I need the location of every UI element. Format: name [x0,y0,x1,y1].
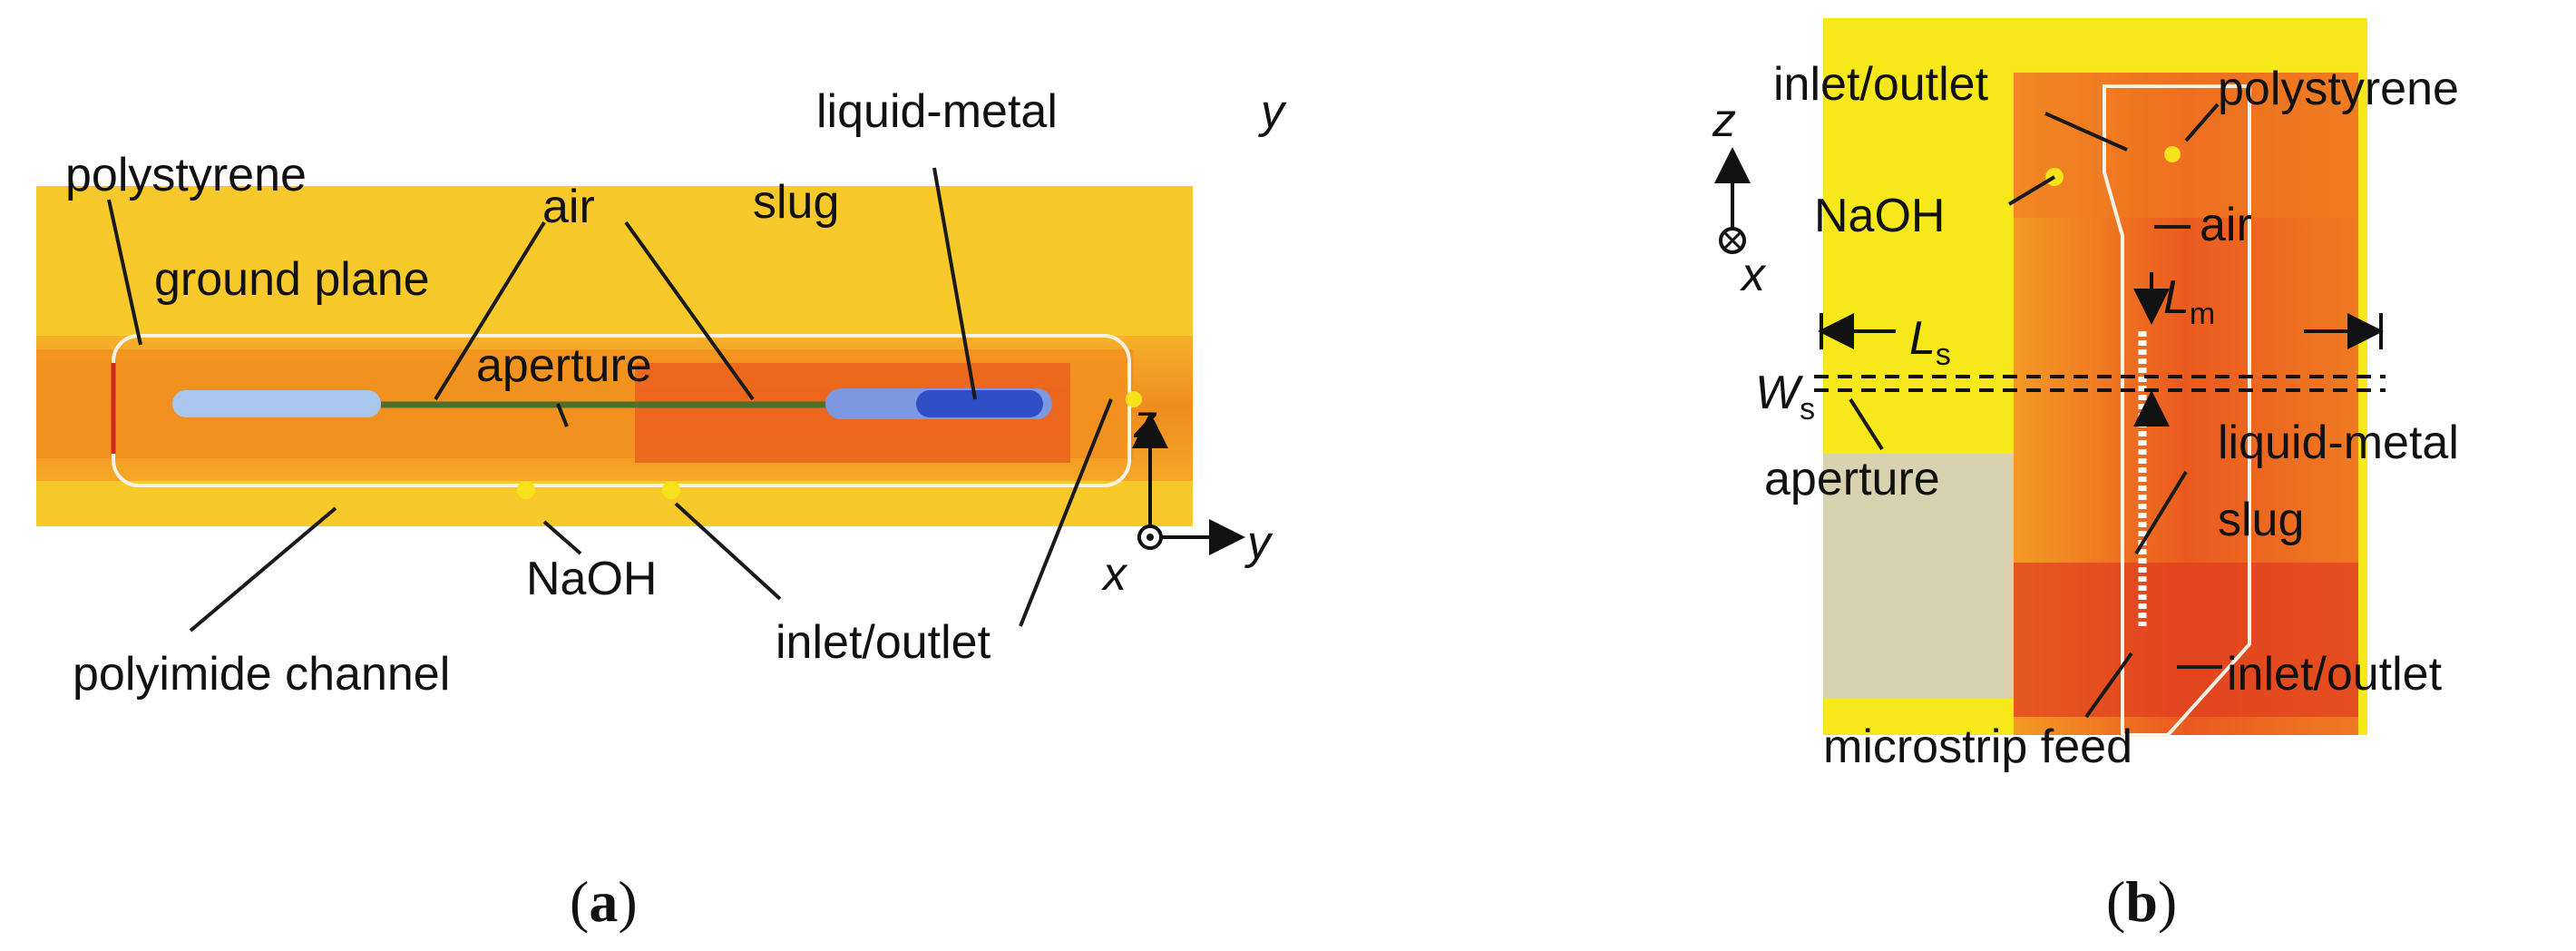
panel-a-label-naoh: NaOH [526,553,657,605]
panel-b-label-liquid-metal: liquid-metal [2218,417,2459,469]
panel-b-polyimide-upper [2014,73,2358,218]
panel-b-label-ls-L: L [1909,312,1936,365]
panel-b-polystyrene-outline [2103,84,2251,737]
panel-a-naoh-drop-2 [662,481,680,499]
panel-a-caption-letter: a [589,869,618,934]
panel-a-caption: (a) [570,869,638,934]
panel-a-light-blue-slug [172,390,381,417]
panel-a-naoh-drop-3 [1126,391,1142,407]
panel-a-liquid-metal-core [916,390,1043,417]
panel-a-label-slug: slug [753,176,839,229]
panel-b-caption: (b) [2106,869,2177,934]
panel-a-label-ground-plane: ground plane [154,253,430,306]
panel-a-axis-x-dot [1147,534,1154,541]
panel-a-caption-close: ) [618,869,637,934]
panel-a-label-polystyrene: polystyrene [65,149,307,201]
panel-b-leader-slug [2134,470,2188,555]
panel-b-caption-close: ) [2158,869,2177,934]
panel-b-label-lm: Lm [2163,271,2215,331]
panel-b-label-aperture: aperture [1764,453,1940,505]
panel-a-label-inlet-outlet: inlet/outlet [776,616,991,669]
panel-b-label-naoh: NaOH [1814,190,1945,242]
panel-b-label-ws-sub: s [1800,392,1815,426]
panel-a-leader-slug [932,167,977,400]
panel-a-label-aperture: aperture [476,339,652,392]
panel-b-label-polystyrene: polystyrene [2218,63,2459,115]
panel-b-caption-letter: b [2125,869,2158,934]
panel-b-leader-naoh [2007,175,2056,206]
panel-b-naoh-drop-2 [2164,146,2181,162]
panel-b-red-lower [2014,563,2358,717]
panel-a-leader-aperture [556,403,569,427]
panel-a-label-axis-x: x [1100,548,1128,601]
panel-b-caption-open: ( [2106,869,2125,934]
panel-a-leader-air-left [434,221,546,401]
panel-b-label-axis-z: z [1712,94,1736,147]
panel-b-label-inlet-outlet-top: inlet/outlet [1773,58,1989,111]
panel-b-label-air: air [2200,199,2252,251]
panel-b-leader-aperture [1849,397,1884,451]
panel-b-label-ws-W: W [1755,367,1804,419]
panel-b-label-slug: slug [2218,494,2304,546]
panel-b-leader-inlet-top [2044,112,2128,152]
panel-a-label-polyimide-channel: polyimide channel [73,648,450,701]
panel-b-leader-polystyrene [2184,103,2220,142]
panel-a-label-air: air [542,181,595,233]
panel-b-leader-microstrip [2084,652,2133,719]
panel-a: polystyrene ground plane air liquid-meta… [36,85,1287,934]
panel-b-label-microstrip-feed: microstrip feed [1823,721,2132,773]
panel-b-label-ls-sub: s [1936,338,1951,372]
panel-a-naoh-drop-1 [517,481,535,499]
panel-a-caption-open: ( [570,869,589,934]
panel-a-leader-naoh-right [674,502,782,601]
panel-b-gray-strip [1823,454,2014,699]
panel-a-leader-polystyrene [107,199,142,346]
panel-b-label-ls: Ls [1909,312,1951,372]
panel-b-label-lm-sub: m [2190,297,2215,331]
panel-b-label-axis-x: x [1739,249,1767,301]
panel-b: inlet/outlet polystyrene z NaOH x air Lm… [1712,18,2459,934]
panel-b-label-lm-L: L [2163,271,2190,324]
panel-a-label-axis-y: y [1244,516,1273,569]
panel-b-label-ws: Ws [1755,367,1815,426]
panel-a-label-liquid-metal: liquid-metal [816,85,1058,138]
panel-a-label-axis-y-corner: y [1258,85,1287,138]
panel-b-axis-x-cross-2 [1722,230,1742,250]
panel-a-leader-polyimide [189,506,337,632]
panel-a-leader-air-right [624,221,755,401]
panel-a-label-axis-z: z [1133,396,1157,448]
panel-a-leader-inlet [1019,398,1113,627]
panel-a-leader-naoh-left [542,520,582,555]
panel-b-label-inlet-outlet-bottom: inlet/outlet [2227,648,2443,701]
